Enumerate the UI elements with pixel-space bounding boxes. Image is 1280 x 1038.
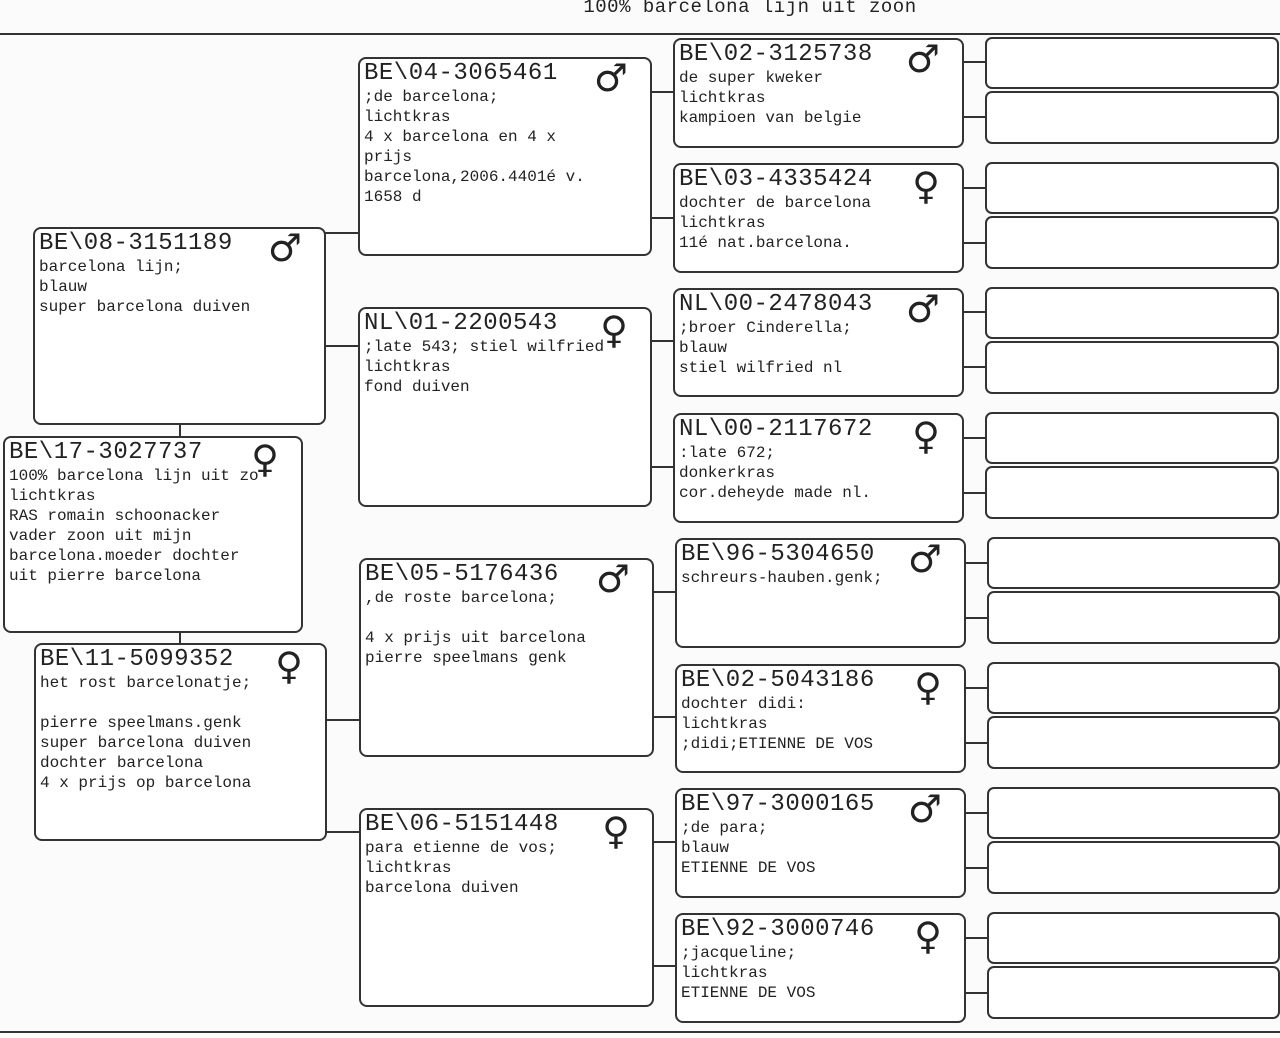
ring-number: NL\00-2117672: [679, 416, 873, 443]
pigeon-card-great-grandparent[interactable]: BE\92-3000746 ♀ ;jacqueline; lichtkras E…: [675, 913, 966, 1023]
ring-number: BE\03-4335424: [679, 166, 873, 193]
top-divider: [0, 33, 1280, 35]
empty-pigeon-slot[interactable]: [987, 912, 1280, 964]
pigeon-details: dochter didi: lichtkras ;didi;ETIENNE DE…: [681, 695, 874, 753]
empty-pigeon-slot[interactable]: [985, 37, 1279, 89]
empty-pigeon-slot[interactable]: [985, 412, 1279, 464]
pigeon-card-great-grandparent[interactable]: NL\00-2117672 ♀ :late 672; donkerkras co…: [673, 413, 964, 523]
pigeon-details: het rost barcelonatje; pierre speelmans.…: [40, 674, 252, 792]
pigeon-card-great-grandparent[interactable]: BE\03-4335424 ♀ dochter de barcelona lic…: [673, 163, 964, 273]
pigeon-card-grandparent[interactable]: BE\04-3065461 ♂ ;de barcelona; lichtkras…: [358, 57, 652, 256]
pigeon-details: schreurs-hauben.genk;: [681, 569, 883, 587]
female-icon: ♀: [914, 914, 942, 958]
page-title: 100% barcelona lijn uit zoon: [583, 0, 917, 18]
pigeon-card-mother[interactable]: BE\11-5099352 ♀ het rost barcelonatje; p…: [34, 643, 327, 841]
pigeon-card-great-grandparent[interactable]: BE\96-5304650 ♂ schreurs-hauben.genk;: [675, 538, 966, 648]
ring-number: BE\17-3027737: [9, 439, 203, 466]
ring-number: BE\96-5304650: [681, 541, 875, 568]
ring-number: BE\92-3000746: [681, 916, 875, 943]
ring-number: BE\08-3151189: [39, 230, 233, 257]
male-icon: ♂: [905, 38, 940, 81]
empty-pigeon-slot[interactable]: [985, 216, 1279, 269]
ring-number: BE\05-5176436: [365, 561, 559, 588]
pigeon-card-grandparent[interactable]: NL\01-2200543 ♀ ;late 543; stiel wilfrie…: [358, 307, 652, 507]
pigeon-card-grandparent[interactable]: BE\06-5151448 ♀ para etienne de vos; lic…: [359, 808, 654, 1007]
ring-number: BE\04-3065461: [364, 60, 558, 87]
empty-pigeon-slot[interactable]: [987, 716, 1280, 769]
ring-number: NL\01-2200543: [364, 310, 558, 337]
pigeon-card-great-grandparent[interactable]: NL\00-2478043 ♂ ;broer Cinderella; blauw…: [673, 288, 964, 397]
female-icon: ♀: [912, 414, 940, 458]
pigeon-details: ;de barcelona; lichtkras 4 x barcelona e…: [364, 88, 585, 206]
pigeon-card-subject[interactable]: BE\17-3027737 ♀ 100% barcelona lijn uit …: [3, 436, 303, 633]
empty-pigeon-slot[interactable]: [985, 162, 1279, 214]
pigeon-details: ;de para; blauw ETIENNE DE VOS: [681, 819, 816, 877]
pigeon-details: ;late 543; stiel wilfried lichtkras fond…: [364, 338, 605, 396]
pigeon-card-father[interactable]: BE\08-3151189 ♂ barcelona lijn; blauw su…: [33, 227, 326, 425]
female-icon: ♀: [600, 308, 628, 352]
pigeon-details: ;jacqueline; lichtkras ETIENNE DE VOS: [681, 944, 816, 1002]
male-icon: ♂: [907, 788, 942, 831]
pigeon-details: 100% barcelona lijn uit zo lichtkras RAS…: [9, 467, 259, 585]
pigeon-card-grandparent[interactable]: BE\05-5176436 ♂ ,de roste barcelona; 4 x…: [359, 558, 654, 757]
male-icon: ♂: [595, 558, 630, 601]
empty-pigeon-slot[interactable]: [987, 662, 1280, 714]
ring-number: BE\97-3000165: [681, 791, 875, 818]
pigeon-details: dochter de barcelona lichtkras 11é nat.b…: [679, 194, 872, 252]
pigeon-card-great-grandparent[interactable]: BE\97-3000165 ♂ ;de para; blauw ETIENNE …: [675, 788, 966, 898]
male-icon: ♂: [907, 538, 942, 581]
ring-number: BE\02-5043186: [681, 667, 875, 694]
pigeon-details: barcelona lijn; blauw super barcelona du…: [39, 258, 251, 316]
ring-number: BE\06-5151448: [365, 811, 559, 838]
empty-pigeon-slot[interactable]: [987, 787, 1280, 839]
ring-number: NL\00-2478043: [679, 291, 873, 318]
empty-pigeon-slot[interactable]: [987, 841, 1280, 894]
empty-pigeon-slot[interactable]: [987, 966, 1280, 1019]
pigeon-details: ;broer Cinderella; blauw stiel wilfried …: [679, 319, 852, 377]
female-icon: ♀: [912, 164, 940, 208]
male-icon: ♂: [593, 57, 628, 100]
female-icon: ♀: [602, 809, 630, 853]
ring-number: BE\02-3125738: [679, 41, 873, 68]
male-icon: ♂: [267, 227, 302, 270]
empty-pigeon-slot[interactable]: [985, 91, 1279, 144]
pigeon-details: para etienne de vos; lichtkras barcelona…: [365, 839, 558, 897]
pigeon-details: ,de roste barcelona; 4 x prijs uit barce…: [365, 589, 586, 667]
empty-pigeon-slot[interactable]: [985, 287, 1279, 339]
empty-pigeon-slot[interactable]: [985, 341, 1279, 394]
empty-pigeon-slot[interactable]: [985, 466, 1279, 519]
pigeon-details: de super kweker lichtkras kampioen van b…: [679, 69, 862, 127]
pigeon-details: :late 672; donkerkras cor.deheyde made n…: [679, 444, 872, 502]
female-icon: ♀: [275, 644, 303, 688]
ring-number: BE\11-5099352: [40, 646, 234, 673]
empty-pigeon-slot[interactable]: [987, 591, 1280, 644]
female-icon: ♀: [914, 665, 942, 709]
pigeon-card-great-grandparent[interactable]: BE\02-3125738 ♂ de super kweker lichtkra…: [673, 38, 964, 148]
male-icon: ♂: [905, 288, 940, 331]
empty-pigeon-slot[interactable]: [987, 537, 1280, 589]
pigeon-card-great-grandparent[interactable]: BE\02-5043186 ♀ dochter didi: lichtkras …: [675, 664, 966, 773]
bottom-divider: [0, 1031, 1280, 1033]
female-icon: ♀: [251, 437, 279, 481]
